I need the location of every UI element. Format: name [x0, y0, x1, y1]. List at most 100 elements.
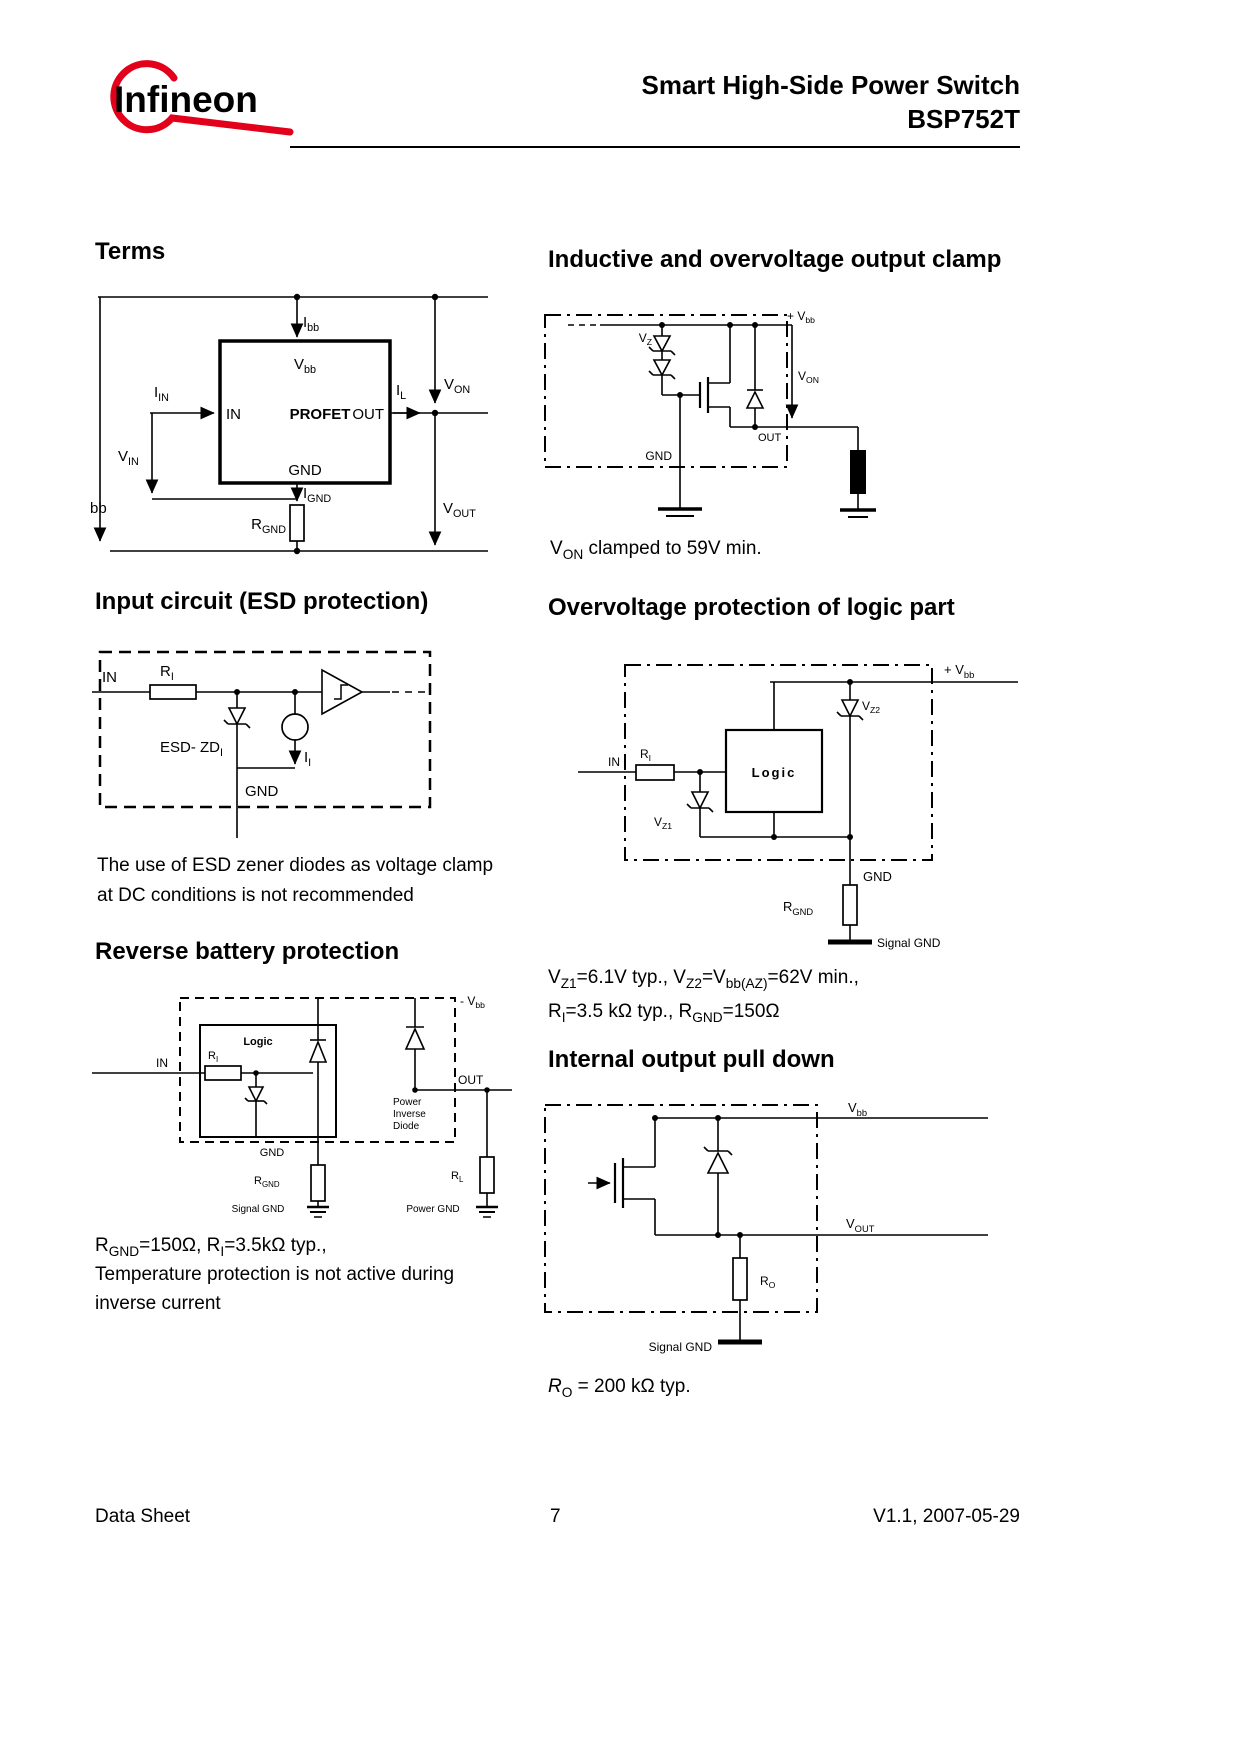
logic-box: [724, 728, 824, 814]
label-von: VON: [444, 376, 470, 396]
label-ri: RI: [640, 747, 651, 763]
label-ri: RI: [160, 663, 174, 683]
esd-zener-diode: [223, 692, 251, 768]
label-logic: Logic: [243, 1036, 272, 1048]
clamp-zener-diode: [703, 1118, 733, 1235]
esd-boundary-box: [98, 650, 432, 809]
clamp-wires: [568, 322, 859, 450]
label-il: IL: [396, 382, 406, 402]
doc-title: Smart High-Side Power Switch BSP752T: [500, 68, 1020, 136]
heading-esd: Input circuit (ESD protection): [95, 588, 429, 615]
ovp-values-line1: VZ1=6.1V typ., VZ2=Vbb(AZ)=62V min.,: [548, 967, 859, 991]
profet-box: [218, 339, 392, 485]
label-vz1: VZ1: [654, 815, 672, 831]
clamp-boundary-box: [544, 314, 788, 468]
reverse-note: RGND=150Ω, RI=3.5kΩ typ., Temperature pr…: [95, 1231, 515, 1318]
label-gnd: GND: [863, 869, 892, 884]
mosfet-symbol: [588, 1118, 656, 1235]
label-vout: VOUT: [846, 1216, 875, 1234]
label-power-inverse-3: Diode: [393, 1121, 420, 1132]
esd-note: The use of ESD zener diodes as voltage c…: [97, 851, 493, 911]
inductive-caption: VON clamped to 59V min.: [550, 538, 762, 562]
reverse-note-line1: RGND=150Ω, RI=3.5kΩ typ.,: [95, 1235, 327, 1259]
label-vz2: VZ2: [862, 699, 880, 715]
ri-resistor: [149, 684, 197, 700]
label-ri: RI: [208, 1050, 218, 1064]
rgnd-resistor-group: [828, 884, 872, 945]
label-rl: RL: [451, 1170, 464, 1184]
ovp-boundary-box: [624, 664, 933, 861]
label-gnd: GND: [645, 449, 672, 463]
pulldown-diagram: Vbb VOUT RO Signal GND: [544, 1100, 988, 1354]
label-vout: VOUT: [443, 500, 476, 520]
vz-zener-stack: [648, 325, 700, 396]
power-inverse-diode-symbol: [404, 998, 426, 1090]
vz1-zener-diode: [686, 772, 714, 837]
heading-ovp: Overvoltage protection of logic part: [548, 594, 955, 621]
label-vz: VZ: [639, 331, 652, 347]
infineon-logo: Infineon: [110, 60, 294, 136]
reverse-note-line3: inverse current: [95, 1293, 221, 1314]
gnd-connection: [658, 395, 702, 517]
label-ignd: IGND: [303, 485, 331, 505]
label-esd-zd: ESD- ZDI: [160, 739, 223, 759]
reverse-note-line2: Temperature protection is not active dur…: [95, 1264, 455, 1285]
label-power-inverse-1: Power: [393, 1097, 422, 1108]
label-out: OUT: [352, 406, 384, 423]
label-gnd: GND: [288, 462, 322, 479]
label-in: IN: [226, 406, 241, 423]
label-rgnd: RGND: [254, 1175, 280, 1189]
mosfet-symbol: [698, 325, 731, 427]
footer-page-number: 7: [550, 1506, 561, 1527]
pulldown-wires: [652, 1115, 988, 1238]
esd-note-line2: at DC conditions is not recommended: [97, 885, 414, 906]
label-neg-vbb: - Vbb: [460, 994, 485, 1010]
label-gnd: GND: [260, 1147, 285, 1159]
label-iin: IIN: [154, 384, 169, 404]
label-rgnd: RGND: [783, 899, 813, 917]
doc-title-line1: Smart High-Side Power Switch: [641, 70, 1020, 100]
pulldown-caption: RO = 200 kΩ typ.: [548, 1376, 691, 1400]
rgnd-resistor-group: [307, 1137, 329, 1218]
heading-inductive: Inductive and overvoltage output clamp: [548, 246, 1002, 273]
label-rgnd: RGND: [251, 516, 286, 536]
label-out: OUT: [758, 432, 782, 444]
ovp-values-line2: RI=3.5 kΩ typ., RGND=150Ω: [548, 1001, 780, 1025]
rl-resistor-group: [476, 1090, 498, 1218]
input-zener-diode: [244, 1073, 268, 1137]
heading-pulldown: Internal output pull down: [548, 1046, 835, 1073]
ro-resistor-group: [718, 1235, 762, 1345]
rgnd-resistor: [289, 504, 305, 542]
label-vbb: Vbb: [848, 1100, 867, 1118]
esd-input-diagram: IN RI ESD- ZDI II GND: [92, 650, 432, 838]
label-gnd: GND: [245, 783, 279, 800]
label-in: IN: [608, 755, 620, 769]
reverse-wires: [92, 1070, 512, 1093]
logic-diode: [308, 998, 328, 1137]
label-vin: VIN: [118, 448, 139, 468]
footer-version: V1.1, 2007-05-29: [873, 1506, 1020, 1527]
label-in: IN: [102, 669, 117, 686]
logic-box: [199, 1024, 337, 1138]
esd-note-line1: The use of ESD zener diodes as voltage c…: [97, 855, 494, 876]
schmitt-trigger-symbol: [321, 668, 428, 716]
reverse-battery-diagram: - Vbb Logic IN RI OUT Power Inverse Diod…: [92, 994, 512, 1218]
body-diode-symbol: [745, 325, 765, 427]
ri-resistor: [204, 1065, 242, 1081]
label-in: IN: [156, 1056, 168, 1070]
terms-diagram: Ibb Vbb IN PROFET OUT GND IIN VIN IL VON…: [90, 293, 488, 555]
label-signal-gnd: Signal GND: [877, 936, 941, 950]
label-plus-vbb: + Vbb: [944, 662, 974, 680]
logo-swoosh-icon: [110, 60, 294, 136]
label-bb: bb: [90, 500, 107, 517]
label-vbb: Vbb: [294, 356, 316, 376]
label-signal-gnd: Signal GND: [649, 1340, 713, 1354]
esd-wires: [92, 689, 322, 838]
inductive-clamp-diagram: VZ + Vbb VON OUT GND: [544, 309, 876, 518]
heading-reverse: Reverse battery protection: [95, 938, 400, 965]
header-rule: [290, 146, 1020, 148]
doc-title-line2: BSP752T: [907, 104, 1020, 134]
ri-resistor: [635, 764, 675, 781]
label-ibb: Ibb: [303, 314, 319, 334]
